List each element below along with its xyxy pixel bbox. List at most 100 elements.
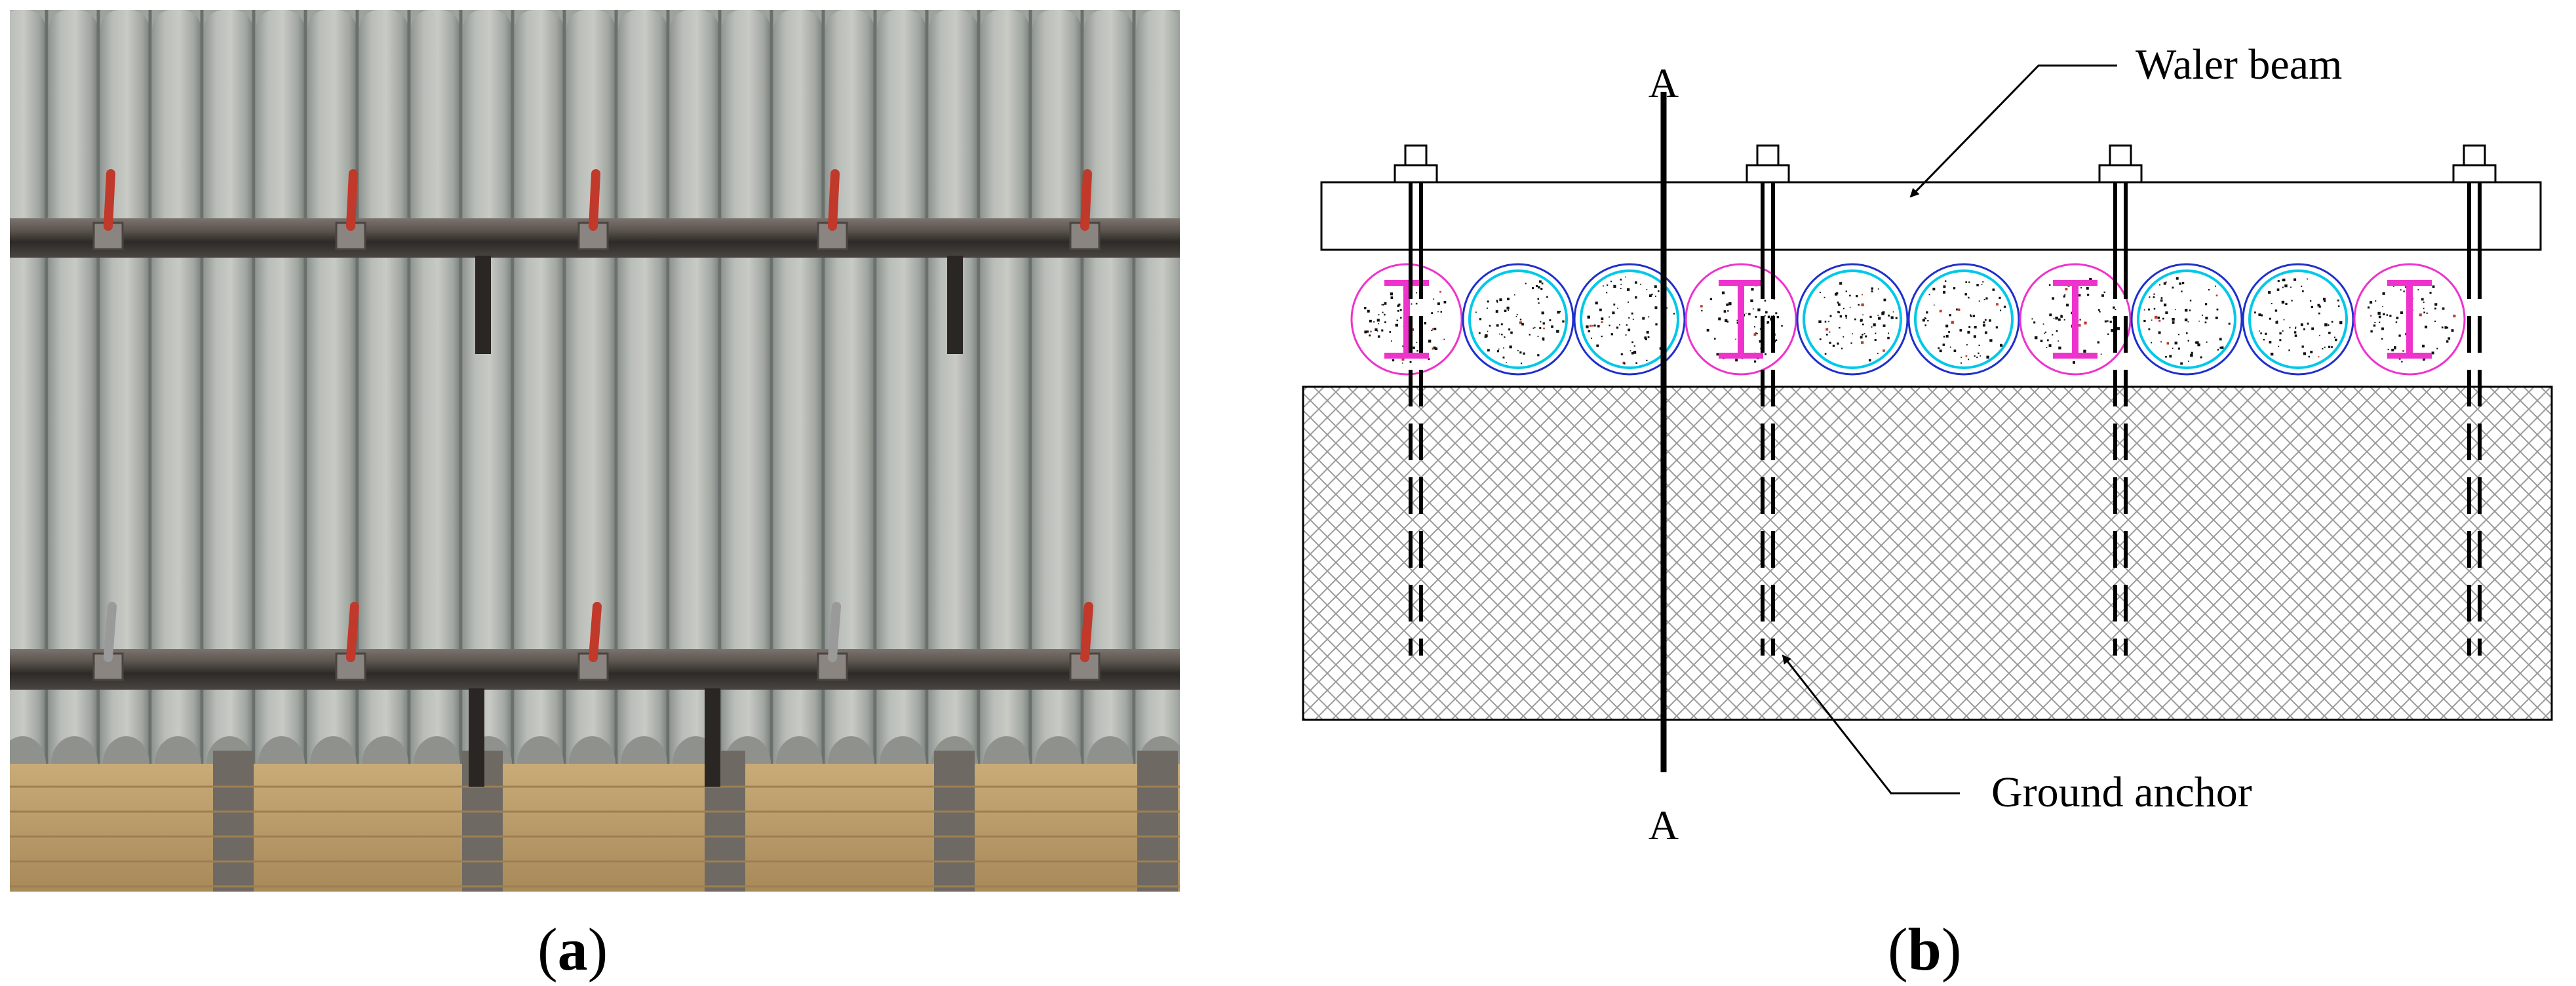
aggregate-speck xyxy=(1369,334,1371,337)
aggregate-speck xyxy=(1723,310,1727,313)
aggregate-speck xyxy=(2417,289,2419,290)
aggregate-speck xyxy=(1713,338,1716,340)
aggregate-speck xyxy=(2048,284,2051,286)
aggregate-speck xyxy=(2396,317,2399,319)
pile-inner-ring xyxy=(1580,269,1679,369)
aggregate-speck xyxy=(1965,281,1968,283)
aggregate-speck xyxy=(2045,331,2047,333)
caption-a-close: ) xyxy=(587,916,608,983)
aggregate-speck xyxy=(1861,303,1864,307)
aggregate-speck xyxy=(2421,344,2425,347)
aggregate-speck xyxy=(1718,317,1721,321)
aggregate-speck xyxy=(1626,288,1630,291)
aggregate-speck xyxy=(1981,284,1983,285)
anchor-bar xyxy=(104,602,117,662)
aggregate-speck xyxy=(1395,323,1399,327)
ground-anchor xyxy=(2452,144,2497,656)
aggregate-speck xyxy=(1773,298,1775,300)
aggregate-speck xyxy=(1586,325,1589,328)
aggregate-speck xyxy=(1551,325,1553,328)
aggregate-speck xyxy=(2285,302,2288,306)
pile-column xyxy=(204,10,253,790)
aggregate-speck xyxy=(1986,355,1989,359)
aggregate-speck xyxy=(2215,285,2216,287)
beam-bracket xyxy=(475,256,491,354)
aggregate-speck xyxy=(1942,344,1945,346)
aggregate-speck xyxy=(1479,318,1482,321)
caption-b-letter: b xyxy=(1907,916,1942,983)
aggregate-speck xyxy=(1432,328,1435,330)
aggregate-speck xyxy=(1700,305,1703,308)
aggregate-speck xyxy=(1543,327,1545,330)
aggregate-speck xyxy=(1748,313,1751,315)
aggregate-speck xyxy=(1630,350,1631,351)
aggregate-speck xyxy=(1601,335,1603,338)
aggregate-speck xyxy=(2153,293,2155,295)
aggregate-speck xyxy=(1382,304,1384,306)
aggregate-speck xyxy=(1366,330,1369,333)
aggregate-speck xyxy=(2398,357,2401,360)
soldier-pile xyxy=(1137,751,1178,892)
aggregate-speck xyxy=(1972,315,1976,317)
aggregate-speck xyxy=(2258,313,2261,317)
aggregate-speck xyxy=(2269,317,2271,320)
aggregate-speck xyxy=(2217,349,2219,351)
aggregate-speck xyxy=(1890,316,1894,319)
aggregate-speck xyxy=(2162,317,2164,320)
aggregate-speck xyxy=(1649,294,1652,297)
aggregate-speck xyxy=(1883,349,1885,352)
aggregate-speck xyxy=(2387,349,2389,351)
aggregate-speck xyxy=(2181,290,2183,292)
aggregate-speck xyxy=(1534,326,1536,328)
aggregate-speck xyxy=(2058,318,2061,321)
aggregate-speck xyxy=(1439,290,1441,293)
aggregate-speck xyxy=(1850,342,1852,344)
anchor-bar xyxy=(346,602,359,662)
aggregate-speck xyxy=(2080,286,2082,288)
aggregate-speck xyxy=(2099,311,2101,313)
concrete-pile-circle xyxy=(1796,263,1909,376)
aggregate-speck xyxy=(1781,325,1783,327)
section-label-bottom: A xyxy=(1649,802,1679,848)
aggregate-speck xyxy=(1839,282,1843,285)
aggregate-speck xyxy=(2179,282,2181,285)
pile-column xyxy=(566,10,615,790)
aggregate-speck xyxy=(1843,336,1844,338)
aggregate-speck xyxy=(1856,295,1858,298)
ground-anchor-label: Ground anchor xyxy=(1991,768,2252,816)
aggregate-speck xyxy=(2270,352,2274,356)
aggregate-speck xyxy=(1486,307,1488,309)
aggregate-speck xyxy=(2189,309,2191,311)
aggregate-speck xyxy=(1973,335,1976,338)
aggregate-speck xyxy=(1587,315,1590,319)
aggregate-speck xyxy=(2184,318,2188,322)
aggregate-speck xyxy=(1612,311,1615,315)
aggregate-speck xyxy=(2310,351,2313,353)
aggregate-speck xyxy=(1367,309,1370,313)
section-label-top: A xyxy=(1649,60,1679,106)
aggregate-speck xyxy=(2040,340,2043,342)
aggregate-speck xyxy=(1927,319,1929,322)
aggregate-speck xyxy=(1619,324,1620,326)
pile-column xyxy=(981,10,1030,790)
beam-bracket xyxy=(469,688,484,787)
aggregate-speck xyxy=(1402,345,1404,347)
aggregate-speck xyxy=(1549,319,1551,321)
aggregate-speck xyxy=(2419,313,2422,317)
aggregate-speck xyxy=(2441,326,2444,328)
aggregate-speck xyxy=(2373,324,2376,327)
aggregate-speck xyxy=(1841,347,1843,349)
ground-anchors xyxy=(1394,144,2497,656)
aggregate-speck xyxy=(1775,312,1778,315)
aggregate-speck xyxy=(2204,303,2208,306)
caption-b-close: ) xyxy=(1941,916,1962,983)
aggregate-speck xyxy=(1475,311,1477,313)
aggregate-speck xyxy=(2383,313,2385,315)
aggregate-speck xyxy=(1390,296,1394,299)
aggregate-speck xyxy=(2188,361,2189,362)
aggregate-speck xyxy=(2301,285,2303,287)
aggregate-speck xyxy=(1862,323,1864,326)
aggregate-speck xyxy=(2056,330,2058,332)
h-section-web xyxy=(1403,280,1410,359)
aggregate-speck xyxy=(1620,283,1622,285)
